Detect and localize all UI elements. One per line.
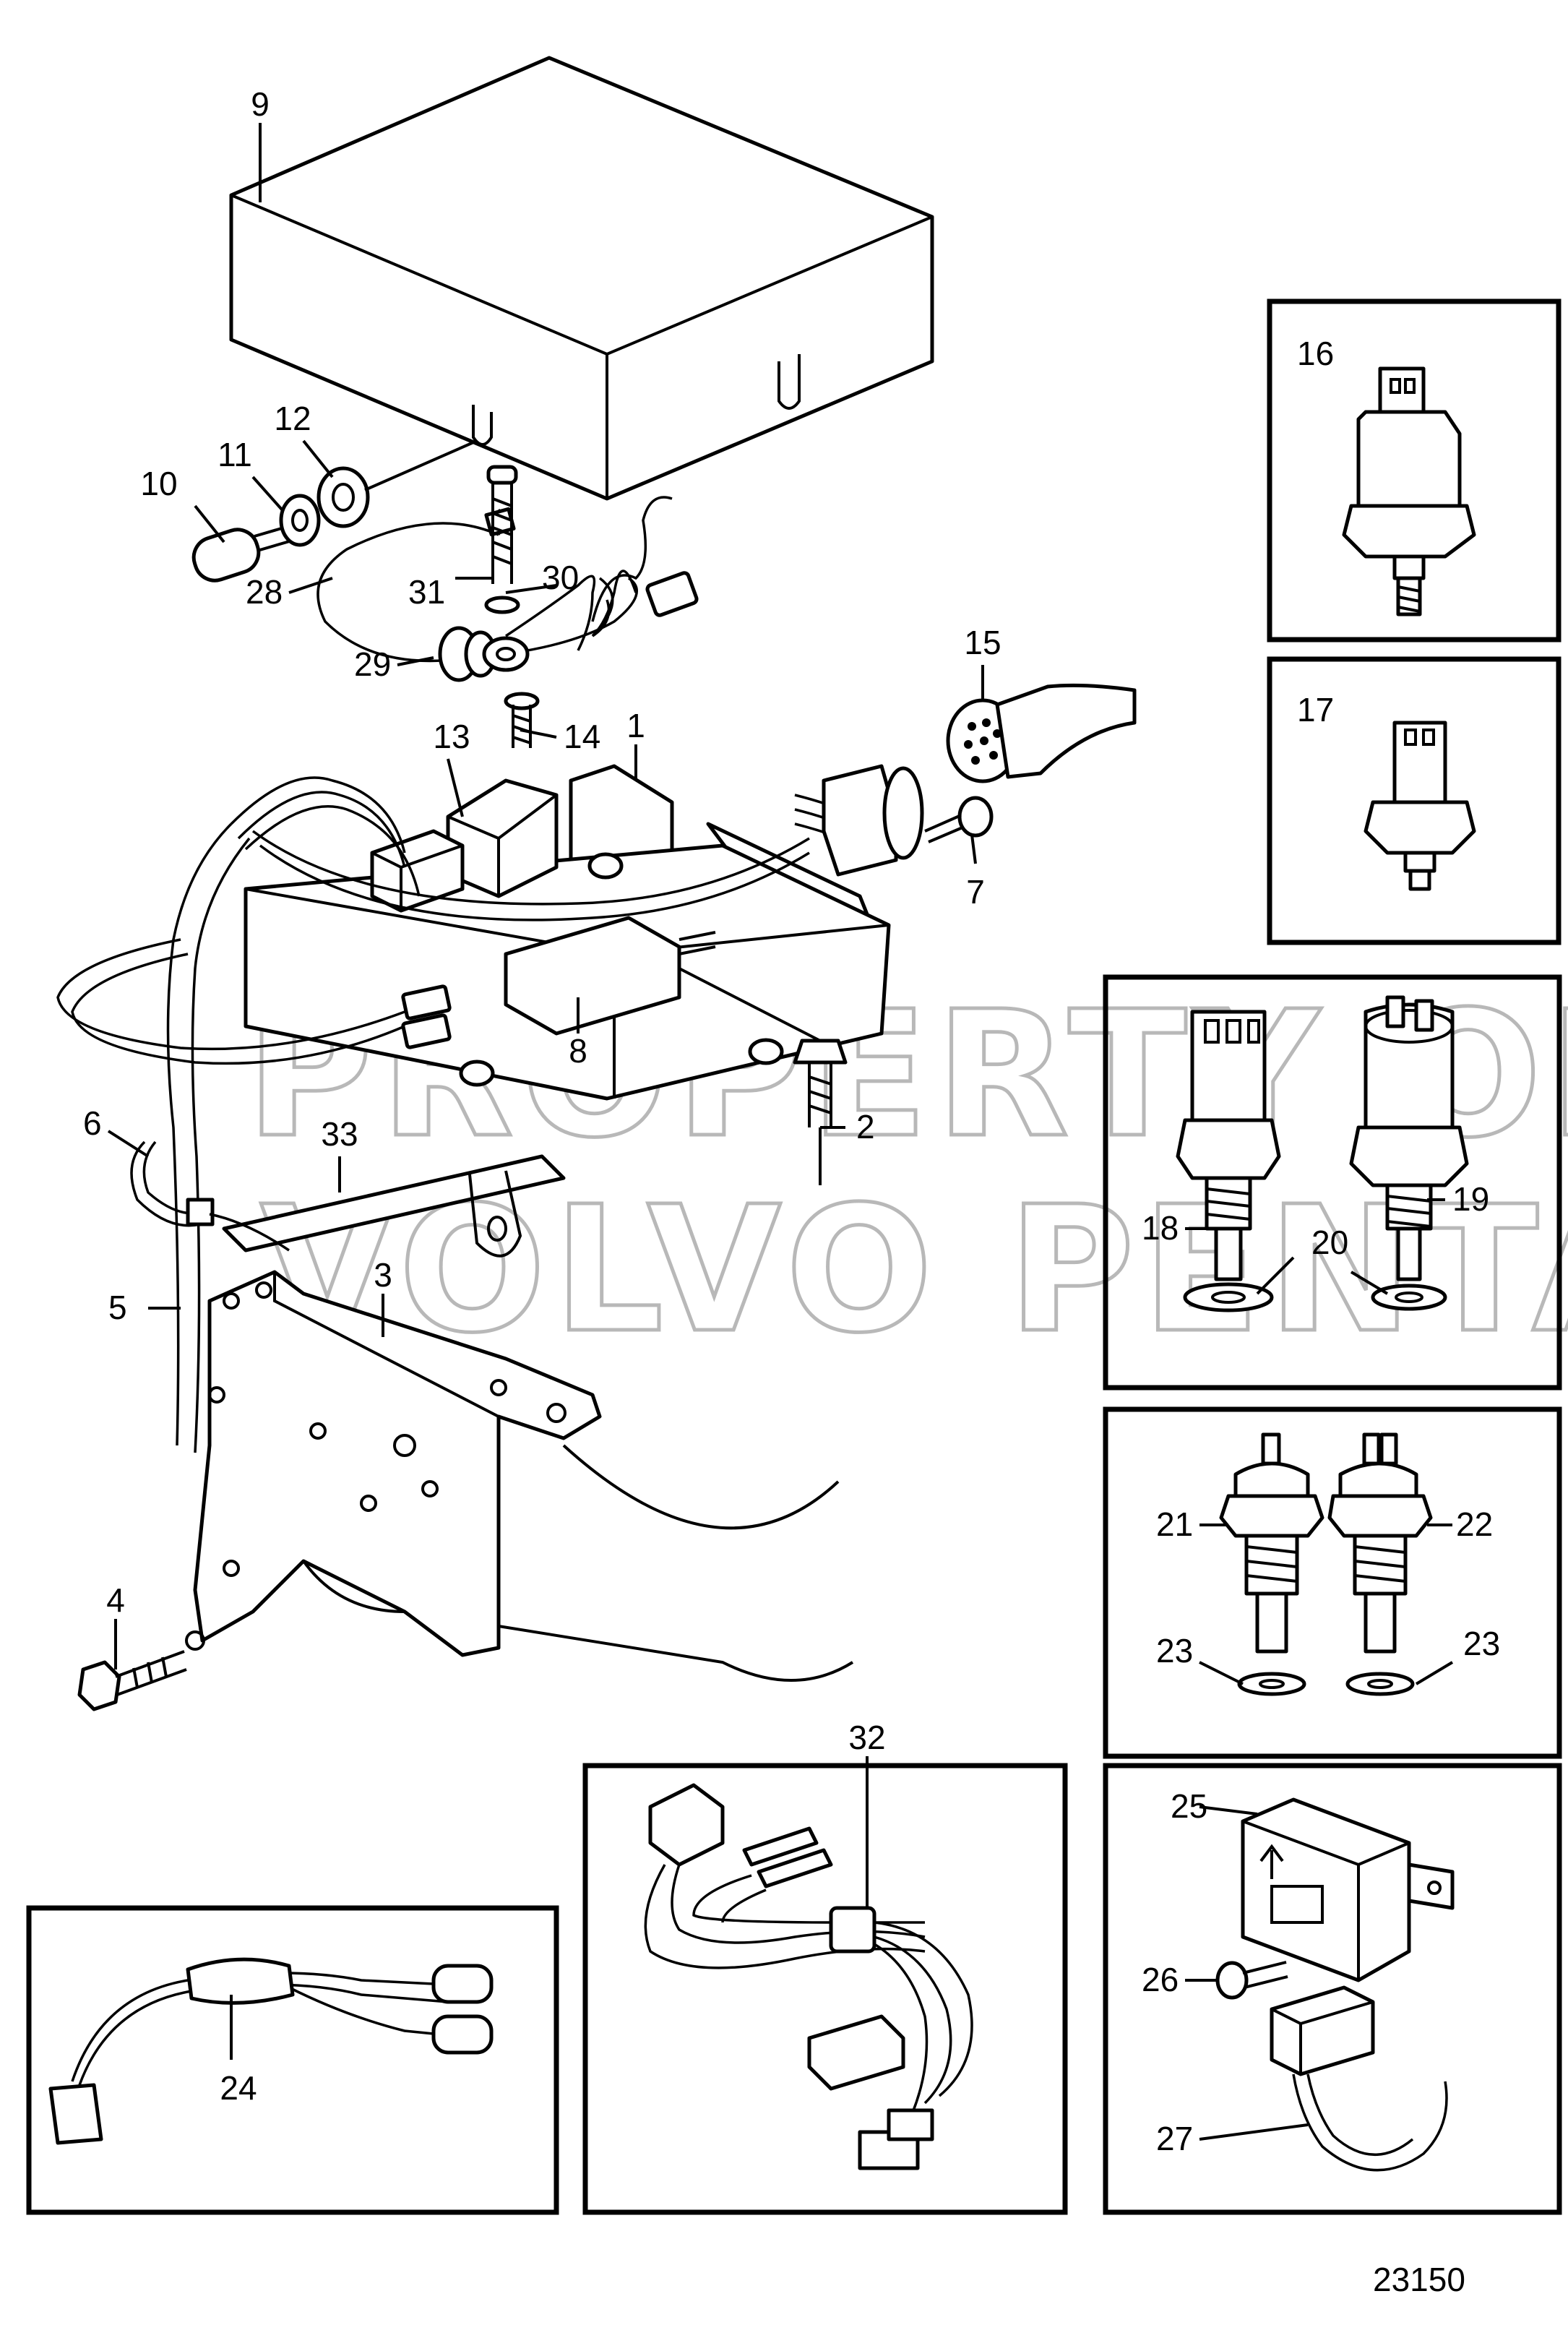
screw-14 <box>504 692 540 748</box>
callout-1: 1 <box>626 707 645 744</box>
callout-4: 4 <box>106 1581 125 1619</box>
callout-3: 3 <box>374 1256 392 1294</box>
temperature-sender-22 <box>1327 1432 1433 1696</box>
callout-32: 32 <box>848 1719 885 1756</box>
callout-22: 22 <box>1456 1505 1493 1543</box>
panel-part-24 <box>26 1905 559 2215</box>
callout-8: 8 <box>569 1032 587 1070</box>
callout-9: 9 <box>251 85 270 123</box>
figure-number: 23150 <box>1373 2261 1465 2298</box>
callout-5: 5 <box>108 1289 127 1326</box>
adapter-cable-24 <box>48 1957 494 2145</box>
bolt-4 <box>77 1650 187 1711</box>
screw-7 <box>924 796 994 843</box>
panel-part-32 <box>582 1763 1068 2215</box>
bracket-plate-3 <box>185 1270 854 1682</box>
panel-part-17 <box>1267 656 1561 945</box>
wiring-harness-32 <box>644 1783 973 2170</box>
small-harness-assembly <box>316 465 699 682</box>
round-connector-15 <box>946 683 1137 783</box>
panel-parts-18-20 <box>1103 974 1562 1391</box>
callout-6: 6 <box>83 1104 102 1142</box>
panel-parts-21-23 <box>1103 1406 1562 1759</box>
callout-19: 19 <box>1452 1180 1489 1218</box>
bolt-2 <box>679 967 848 1185</box>
leader-lines <box>107 123 1454 2141</box>
callout-18: 18 <box>1142 1209 1179 1247</box>
callout-7: 7 <box>966 873 985 911</box>
callout-24: 24 <box>220 2069 257 2107</box>
watermark-line-2: VOLVO PENTA <box>260 1169 1568 1371</box>
callout-33: 33 <box>321 1115 358 1153</box>
relay-25 <box>1241 1797 1455 1982</box>
callout-labels: 9 1 2 3 4 5 6 7 8 10 11 12 13 14 15 16 1… <box>83 85 1500 2157</box>
plate-33 <box>222 1154 566 1258</box>
screw-26 <box>1215 1961 1288 2000</box>
connector-27 <box>1270 1985 1448 2172</box>
knob-and-washers <box>191 439 478 583</box>
callout-11: 11 <box>217 436 252 473</box>
callout-30: 30 <box>542 559 579 596</box>
callout-21: 21 <box>1156 1505 1193 1543</box>
callout-10: 10 <box>140 465 177 502</box>
panel-part-16 <box>1267 298 1561 643</box>
callout-15: 15 <box>964 624 1001 661</box>
callout-16: 16 <box>1297 335 1334 372</box>
callout-31: 31 <box>408 573 445 611</box>
callout-12: 12 <box>274 400 311 437</box>
callout-23-left: 23 <box>1156 1632 1193 1669</box>
wiring-harness <box>56 764 924 1453</box>
callout-2: 2 <box>856 1108 875 1146</box>
temperature-sensor-18 <box>1176 1010 1281 1312</box>
callout-23-right: 23 <box>1463 1625 1500 1662</box>
pressure-switch-17 <box>1364 721 1476 891</box>
callout-29: 29 <box>354 645 391 683</box>
callout-26: 26 <box>1142 1961 1179 1998</box>
temperature-sender-21 <box>1219 1432 1324 1696</box>
cover-box <box>229 56 934 501</box>
callout-27: 27 <box>1156 2120 1193 2157</box>
watermark: PROPERTY OF VOLVO PENTA <box>244 972 1568 1373</box>
callout-25: 25 <box>1171 1787 1207 1825</box>
panel-parts-25-27 <box>1103 1763 1562 2215</box>
callout-17: 17 <box>1297 691 1334 729</box>
pressure-sensor-16 <box>1342 366 1476 616</box>
callout-20: 20 <box>1311 1224 1348 1261</box>
callout-14: 14 <box>564 718 600 755</box>
callout-13: 13 <box>433 718 470 755</box>
temperature-sensor-19 <box>1349 995 1469 1311</box>
callout-28: 28 <box>246 573 283 611</box>
